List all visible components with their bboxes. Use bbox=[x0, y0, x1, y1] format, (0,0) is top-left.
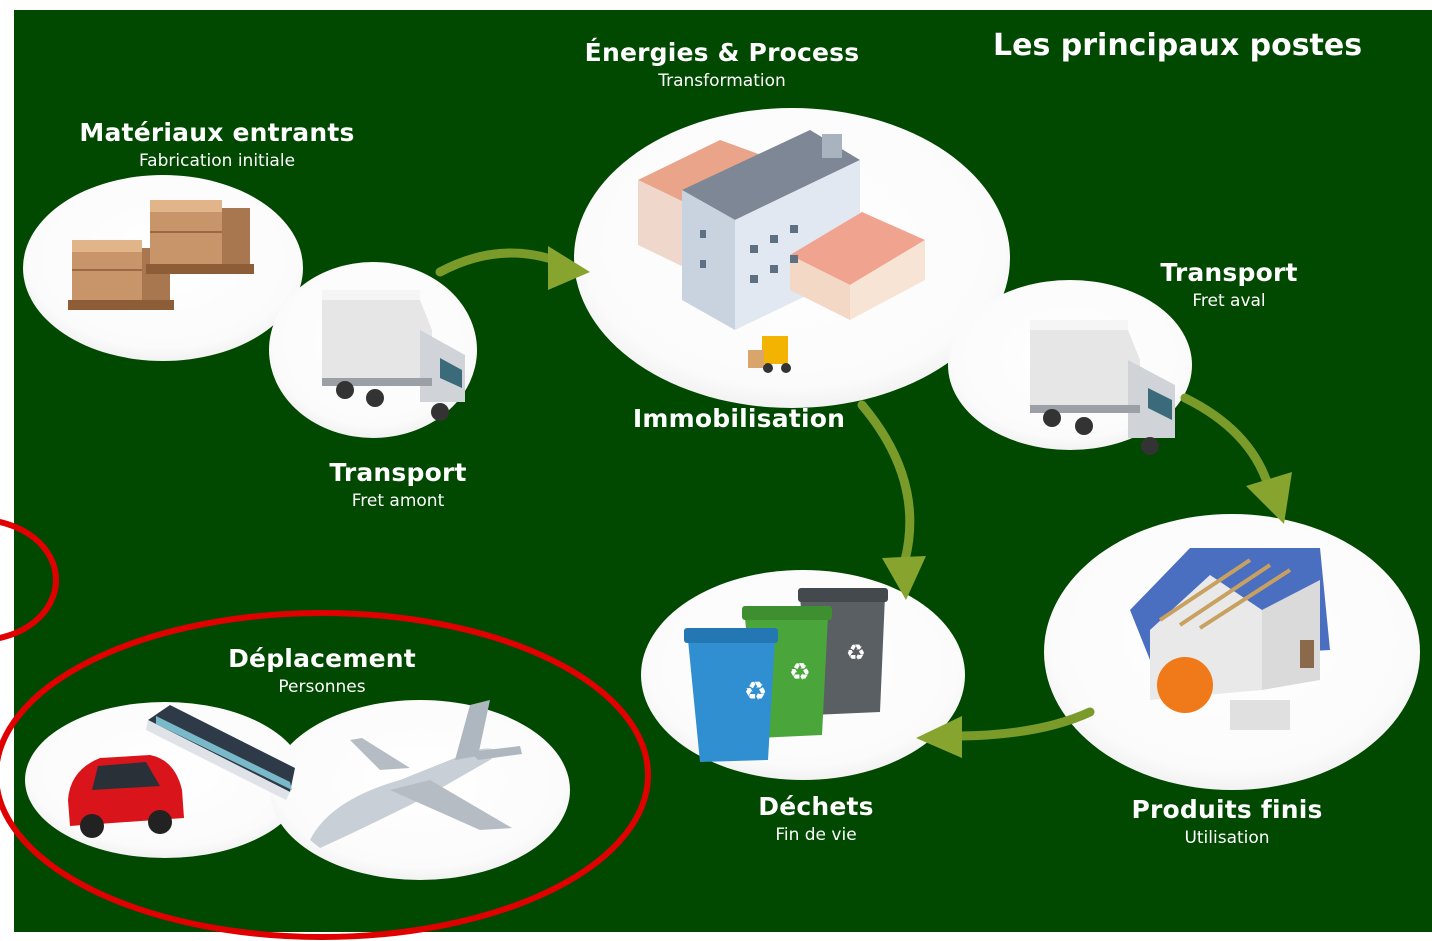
arrow-head-2 bbox=[882, 556, 926, 600]
arrow-aval-to-produits bbox=[1180, 393, 1273, 490]
arrow-immobilisation-to-dechets bbox=[857, 400, 915, 565]
arrow-transport-to-energies bbox=[435, 248, 565, 277]
highlight-ellipse-main bbox=[0, 610, 651, 940]
node-energies-title: Énergies & Process bbox=[584, 38, 860, 67]
node-deplacement-label: Déplacement Personnes bbox=[228, 644, 416, 697]
node-dechets-label: Déchets Fin de vie bbox=[758, 792, 874, 845]
arrow-head-3 bbox=[1246, 472, 1292, 524]
train-icon bbox=[146, 705, 295, 800]
node-materiaux-subtitle: Fabrication initiale bbox=[138, 151, 296, 171]
truck-icon-aval bbox=[1030, 320, 1175, 455]
forklift-icon bbox=[748, 336, 791, 373]
node-materiaux-label: Matériaux entrants Fabrication initiale bbox=[79, 118, 354, 171]
node-energies-subtitle: Transformation bbox=[658, 71, 786, 91]
highlight-ellipses bbox=[0, 519, 651, 940]
node-materiaux-title: Matériaux entrants bbox=[79, 118, 355, 147]
recycling-bins-icon: ♻ ♻ ♻ bbox=[684, 588, 888, 762]
flow-arrows bbox=[435, 246, 1292, 758]
node-energies-label: Énergies & Process Transformation bbox=[585, 38, 860, 91]
arrow-head-1 bbox=[548, 246, 590, 290]
svg-text:♻: ♻ bbox=[789, 658, 811, 686]
node-transport-aval-title: Transport bbox=[1160, 258, 1298, 287]
car-icon bbox=[68, 755, 184, 838]
node-immobilisation-label: Immobilisation bbox=[633, 404, 845, 433]
node-dechets-subtitle: Fin de vie bbox=[775, 825, 857, 845]
pallet-boxes-icon bbox=[68, 200, 254, 310]
node-produits-finis-subtitle: Utilisation bbox=[1184, 828, 1270, 848]
node-transport-amont-title: Transport bbox=[329, 458, 467, 487]
node-produits-finis-label: Produits finis Utilisation bbox=[1131, 795, 1322, 848]
node-transport-aval-label: Transport Fret aval bbox=[1160, 258, 1297, 311]
arrow-head-4 bbox=[916, 716, 962, 758]
page-title: Les principaux postes bbox=[993, 28, 1363, 63]
node-transport-amont-subtitle: Fret amont bbox=[351, 491, 445, 511]
node-immobilisation-title: Immobilisation bbox=[632, 404, 846, 433]
highlight-ellipse-partial bbox=[0, 519, 59, 641]
node-dechets-title: Déchets bbox=[758, 792, 874, 821]
node-deplacement-subtitle: Personnes bbox=[278, 677, 366, 697]
node-produits-finis-title: Produits finis bbox=[1131, 795, 1323, 824]
node-transport-aval-subtitle: Fret aval bbox=[1192, 291, 1266, 311]
node-transport-amont-label: Transport Fret amont bbox=[329, 458, 466, 511]
arrow-produits-to-dechets bbox=[955, 707, 1095, 741]
airplane-icon bbox=[310, 700, 522, 848]
house-construction-icon bbox=[1130, 548, 1330, 730]
svg-text:♻: ♻ bbox=[744, 677, 767, 707]
node-deplacement-title: Déplacement bbox=[228, 644, 416, 673]
svg-text:♻: ♻ bbox=[846, 641, 866, 666]
truck-icon bbox=[322, 290, 465, 421]
factory-icon bbox=[638, 130, 925, 330]
